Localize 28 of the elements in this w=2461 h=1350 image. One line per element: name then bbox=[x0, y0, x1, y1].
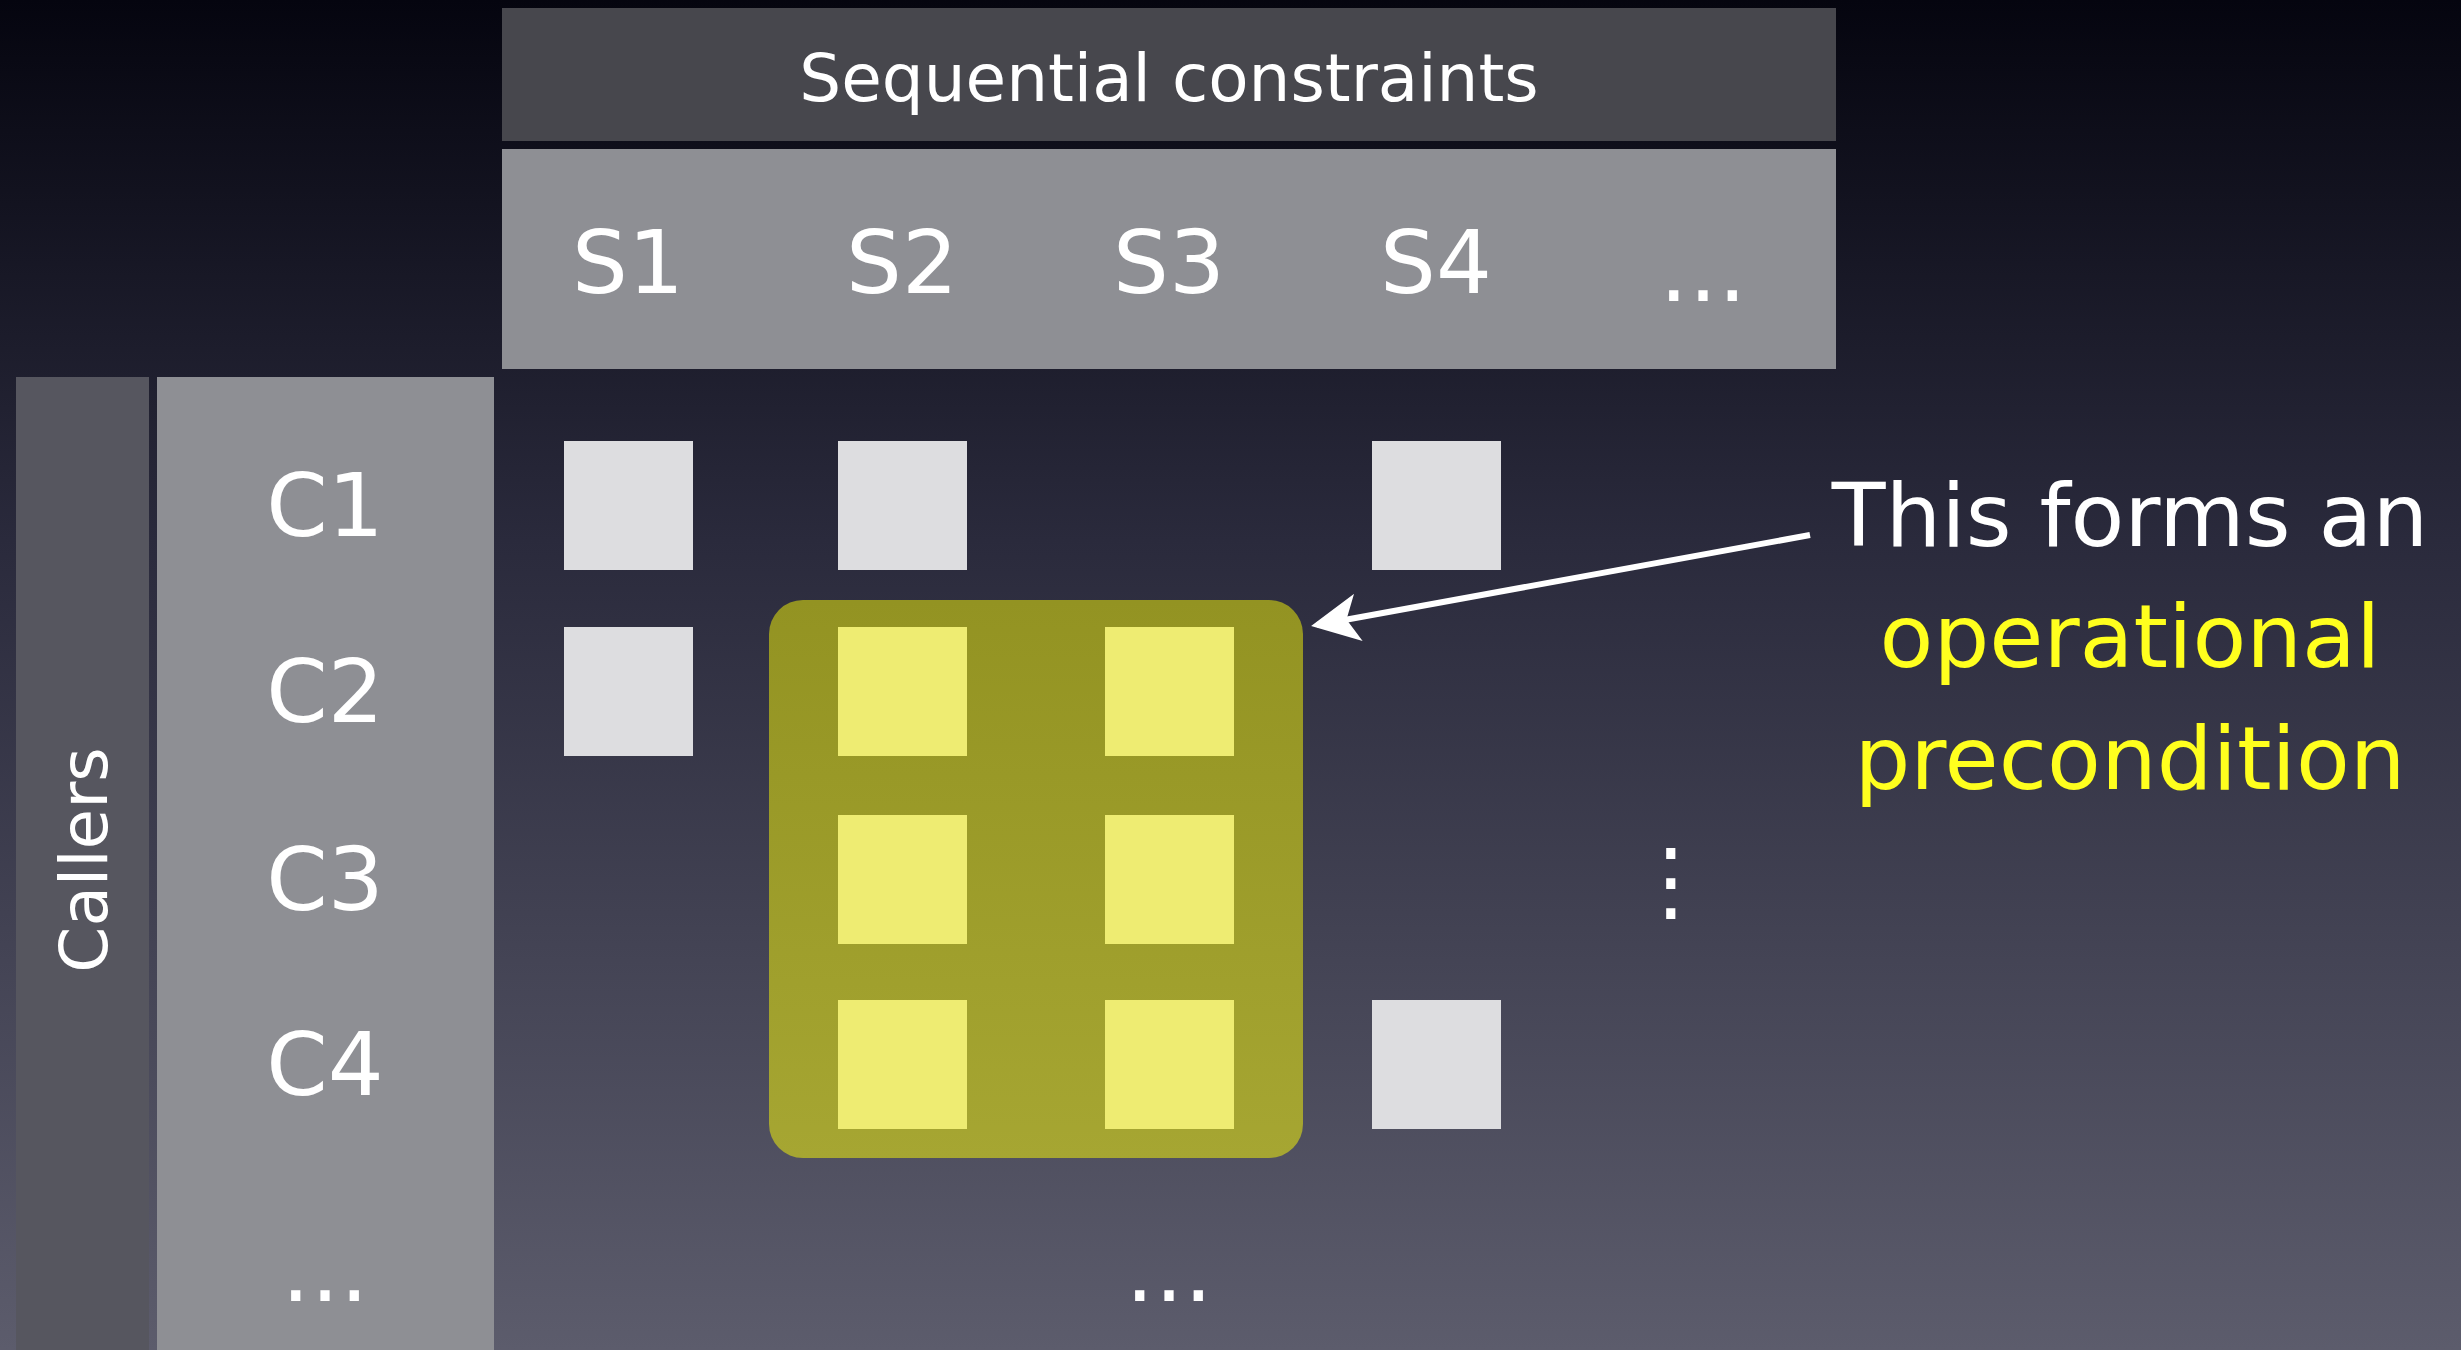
row-header: C1 bbox=[266, 453, 384, 557]
group-title: Callers bbox=[45, 747, 123, 973]
ellipsis: … bbox=[1125, 1218, 1213, 1322]
matrix-mark bbox=[1105, 627, 1234, 756]
column-header: S3 bbox=[1113, 210, 1225, 314]
matrix-mark bbox=[838, 1000, 967, 1129]
matrix-mark bbox=[564, 627, 693, 756]
ellipsis: ⋮ bbox=[1627, 828, 1715, 932]
column-header: S1 bbox=[572, 210, 684, 314]
row-header: C2 bbox=[266, 639, 384, 743]
column-header: S4 bbox=[1380, 210, 1492, 314]
matrix-mark bbox=[1372, 1000, 1501, 1129]
matrix-mark bbox=[838, 815, 967, 944]
matrix-mark bbox=[1105, 1000, 1234, 1129]
matrix-mark bbox=[838, 441, 967, 570]
row-header: … bbox=[281, 1218, 369, 1322]
matrix-mark bbox=[1372, 441, 1501, 570]
highlight-region bbox=[769, 600, 1303, 1158]
row-header: C4 bbox=[266, 1012, 384, 1116]
row-header: C3 bbox=[266, 827, 384, 931]
column-header: … bbox=[1659, 218, 1747, 322]
matrix-mark bbox=[838, 627, 967, 756]
arrow bbox=[1311, 532, 1811, 642]
matrix-mark bbox=[1105, 815, 1234, 944]
callout-text: This forms an operational precondition bbox=[1800, 455, 2460, 820]
column-header: S2 bbox=[846, 210, 958, 314]
group-title: Sequential constraints bbox=[799, 39, 1539, 117]
matrix-mark bbox=[564, 441, 693, 570]
